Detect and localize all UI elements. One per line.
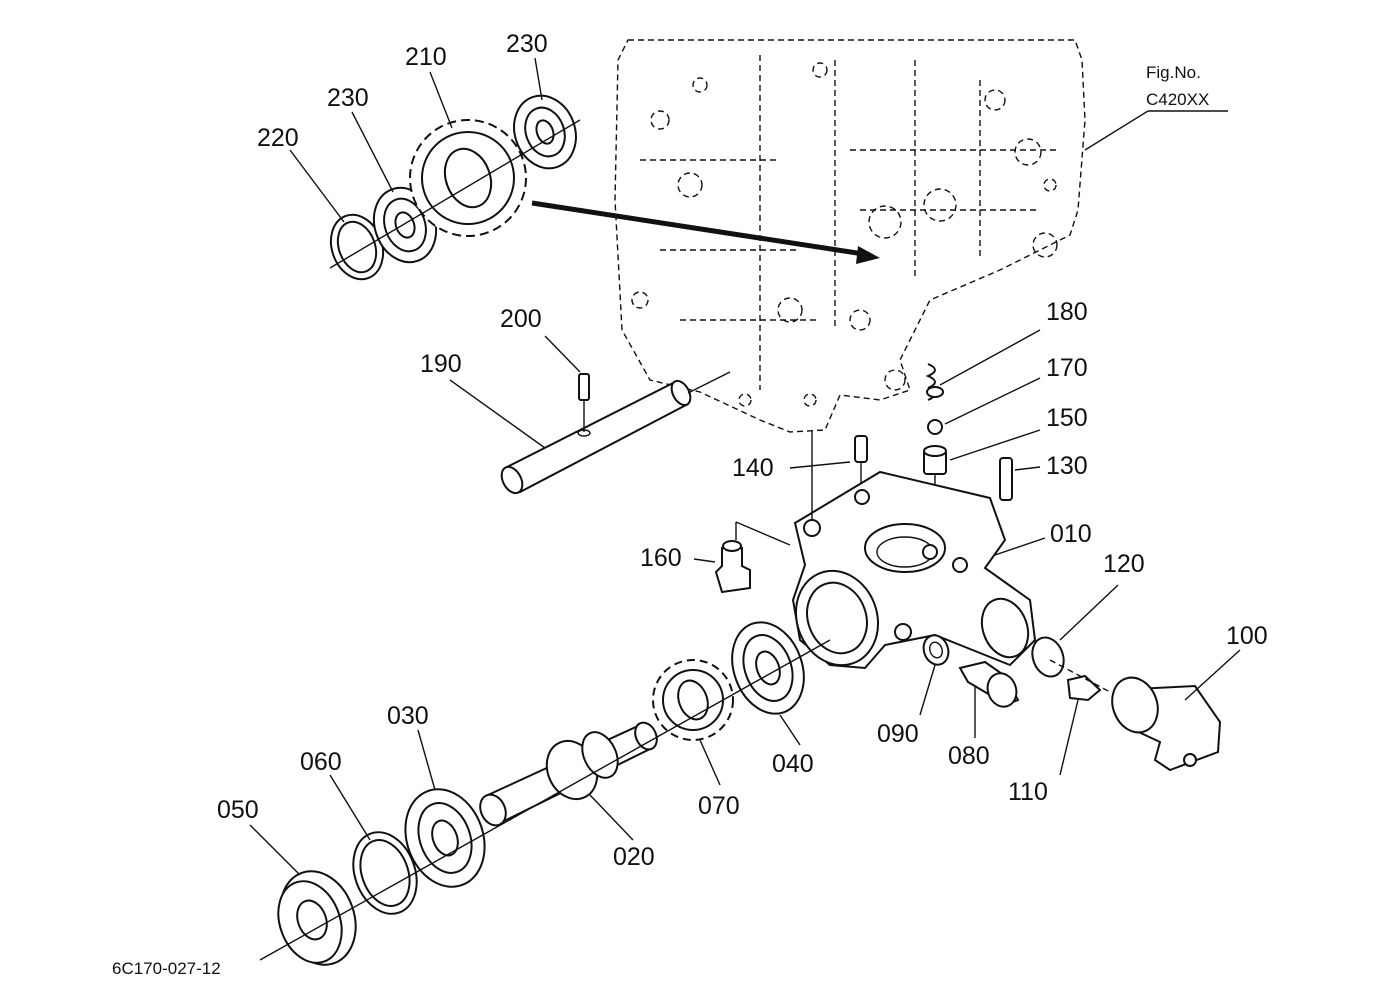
callout-010: 010 bbox=[1050, 520, 1092, 548]
callout-150: 150 bbox=[1046, 404, 1088, 432]
callout-060: 060 bbox=[300, 748, 342, 776]
shaft-190 bbox=[500, 371, 731, 495]
ball-170 bbox=[927, 419, 943, 435]
callout-210: 210 bbox=[405, 43, 447, 71]
seal-090 bbox=[922, 634, 950, 666]
callout-070: 070 bbox=[698, 792, 740, 820]
key-110 bbox=[1049, 659, 1111, 702]
callout-030: 030 bbox=[387, 702, 429, 730]
callout-080: 080 bbox=[948, 742, 990, 770]
callout-200: 200 bbox=[500, 305, 542, 333]
callout-160: 160 bbox=[640, 544, 682, 572]
plug-160 bbox=[714, 521, 791, 594]
callout-230: 230 bbox=[506, 30, 548, 58]
callout-220: 220 bbox=[257, 124, 299, 152]
gear-direction-arrow bbox=[531, 200, 880, 264]
collar-050 bbox=[277, 870, 357, 966]
callout-140: 140 bbox=[732, 454, 774, 482]
gear-210 bbox=[409, 119, 527, 237]
bolt-080 bbox=[958, 660, 1020, 708]
shaft-020 bbox=[479, 721, 658, 827]
callout-050: 050 bbox=[217, 796, 259, 824]
callout-090: 090 bbox=[877, 720, 919, 748]
callout-020: 020 bbox=[613, 843, 655, 871]
leader-lines bbox=[249, 57, 1241, 876]
transmission-case bbox=[614, 39, 1086, 433]
o-ring-120 bbox=[1031, 636, 1065, 678]
callout-110: 110 bbox=[1008, 778, 1048, 806]
fig-label: Fig.No. bbox=[1146, 63, 1201, 82]
callout-040: 040 bbox=[772, 750, 814, 778]
callout-120: 120 bbox=[1103, 550, 1145, 578]
fig-code: C420XX bbox=[1146, 90, 1209, 109]
callout-180: 180 bbox=[1046, 298, 1088, 326]
pin-200 bbox=[577, 373, 591, 437]
housing-010 bbox=[791, 430, 1037, 670]
callout-190: 190 bbox=[420, 350, 462, 378]
callout-170: 170 bbox=[1046, 354, 1088, 382]
callout-130: 130 bbox=[1046, 452, 1088, 480]
callout-230: 230 bbox=[327, 84, 369, 112]
callout-100: 100 bbox=[1226, 622, 1268, 650]
snap-ring-060 bbox=[352, 831, 418, 915]
bearing-030 bbox=[404, 788, 486, 888]
drawing-code: 6C170-027-12 bbox=[112, 959, 221, 978]
gear-070 bbox=[652, 659, 734, 741]
shifter-100 bbox=[1111, 676, 1222, 772]
spring-180 bbox=[925, 363, 944, 401]
